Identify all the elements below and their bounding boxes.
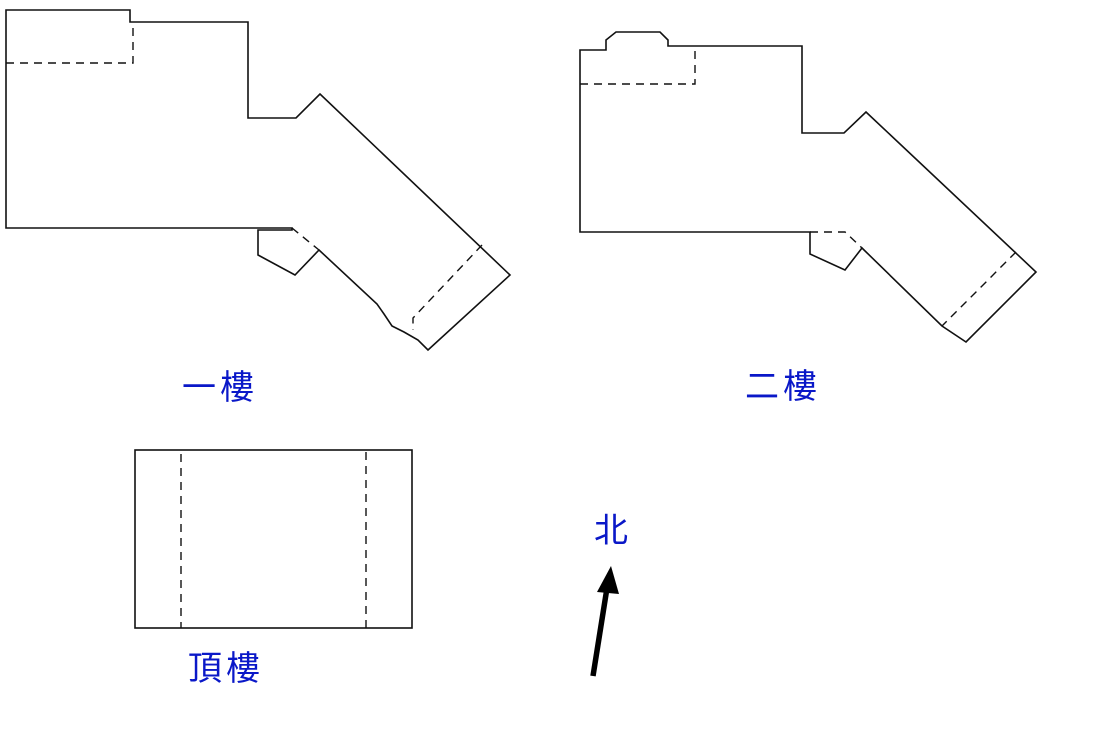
floor1-outline	[5, 9, 512, 352]
floor2-outline	[579, 31, 1038, 344]
floor1-bay-dashed	[291, 227, 320, 251]
roof-label: 頂樓	[188, 649, 264, 689]
north-label: 北	[594, 511, 632, 551]
floor1-annex-dashed	[6, 22, 134, 64]
floor1-plan	[5, 9, 512, 352]
floor1-wing-dashed	[412, 244, 483, 330]
floor2-label: 二樓	[745, 367, 821, 407]
roof-plan	[134, 449, 413, 629]
floor2-wing-dashed	[941, 251, 1017, 327]
floor1-label: 一樓	[182, 368, 258, 408]
floor2-bay-dashed	[810, 231, 863, 249]
roof-outline	[134, 449, 413, 629]
floor2-annex-dashed	[580, 46, 696, 85]
north-arrow-icon	[590, 566, 619, 677]
floor2-plan	[579, 31, 1038, 344]
